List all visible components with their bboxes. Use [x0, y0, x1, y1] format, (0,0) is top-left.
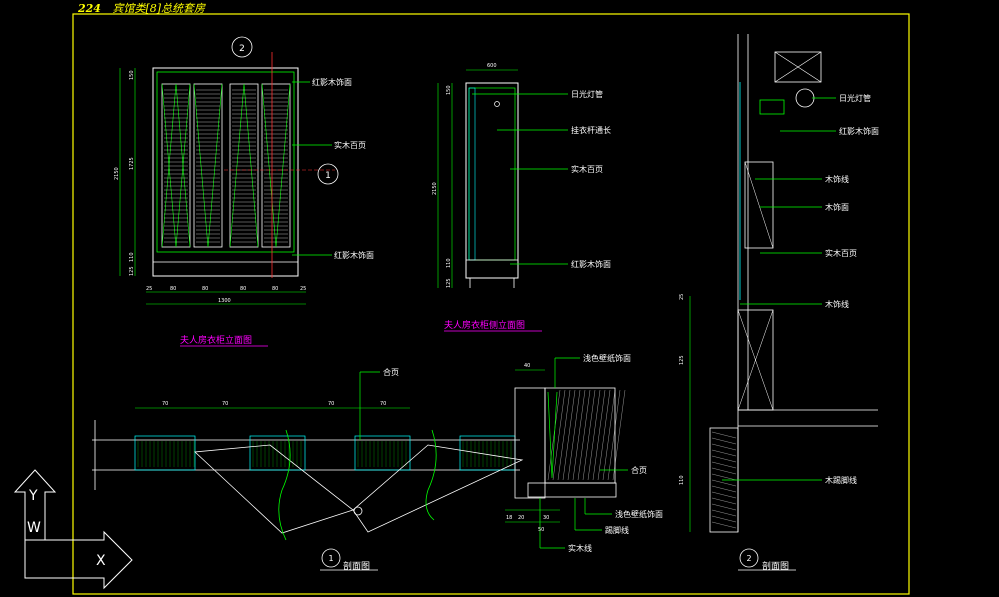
front-dim-h-25b: 25 [300, 286, 306, 292]
ucs-y-label: Y [28, 488, 38, 504]
plan-label-skirting: 踢脚线 [605, 525, 629, 535]
plan-dim-70b: 70 [222, 401, 228, 407]
door-leaf-row [134, 435, 516, 471]
section-tag-side-label: 1 [325, 171, 331, 181]
plan-dim-70c: 70 [328, 401, 334, 407]
front-dim-v-110: 110 [129, 252, 135, 262]
front-dim-h-25a: 25 [146, 286, 152, 292]
section-tag-top [231, 36, 253, 58]
vsec-dim-25: 25 [679, 294, 685, 300]
side-dim-v-150: 150 [446, 85, 452, 95]
vsec-label-wood-face: 木饰面 [825, 202, 849, 212]
front-dim-v-125: 125 [129, 266, 135, 276]
side-label-rod: 挂衣杆通长 [571, 125, 611, 135]
ucs-x-label: X [96, 553, 106, 569]
plan-dim-18: 18 [506, 515, 512, 521]
side-label-louver: 实木百页 [571, 164, 603, 174]
vertical-section[interactable]: 25 125 110 日光灯管 红影木饰面 木饰线 木饰面 实木百页 木饰线 木… [679, 34, 879, 572]
side-dim-v-125: 125 [446, 278, 452, 288]
front-dim-h-1300: 1300 [218, 298, 231, 304]
louver-slats [164, 89, 288, 243]
louver-door-3 [229, 83, 259, 248]
louver-door-2 [193, 83, 223, 248]
plan-dim-30: 30 [543, 515, 549, 521]
drawing-frame [72, 13, 910, 595]
section-tag-side [317, 163, 339, 185]
vsec-label-moulding-top: 木饰线 [825, 174, 849, 184]
front-dim-h-80b: 80 [202, 286, 208, 292]
front-dim-v-2150: 2150 [114, 167, 120, 180]
ucs-axis-icon: Y W X [13, 469, 133, 590]
plan-label-moulding: 实木线 [568, 543, 592, 553]
vsec-label-veneer: 红影木饰面 [839, 126, 879, 136]
front-dim-v-1725: 1725 [129, 157, 135, 170]
page-number: 224 [78, 2, 101, 15]
plan-label-wallpaper-bottom: 浅色壁纸饰面 [615, 509, 663, 519]
plan-section-title: 剖面图 [343, 560, 370, 572]
front-label-louver: 实木百页 [334, 140, 366, 150]
vertical-section-title: 剖面图 [762, 560, 789, 572]
vsec-label-lamp: 日光灯管 [839, 93, 871, 103]
side-dim-v-2150: 2150 [432, 182, 438, 195]
plan-dim-40: 40 [524, 363, 530, 369]
side-dim-v-110: 110 [446, 258, 452, 268]
plan-section-tag-label: 1 [328, 554, 333, 563]
plan-section-tag [321, 548, 341, 568]
front-dim-v-150: 150 [129, 70, 135, 80]
section-tag-top-label: 2 [239, 44, 245, 54]
front-dim-h-80c: 80 [240, 286, 246, 292]
vertical-section-tag-label: 2 [746, 554, 751, 563]
plan-dim-50: 50 [538, 527, 544, 533]
side-label-lamp: 日光灯管 [571, 89, 603, 99]
vsec-label-skirting: 木踢脚线 [825, 475, 857, 485]
front-label-veneer-bottom: 红影木饰面 [334, 250, 374, 260]
front-elevation-title: 夫人房衣柜立面图 [180, 334, 252, 346]
wardrobe-front-elevation[interactable]: 2 1 红影木饰面 实木百页 红影木饰面 150 1725 2150 110 1… [114, 36, 374, 347]
plan-dim-20: 20 [518, 515, 524, 521]
vsec-label-moulding-bottom: 木饰线 [825, 299, 849, 309]
vertical-section-tag [739, 548, 759, 568]
side-label-veneer: 红影木饰面 [571, 259, 611, 269]
front-dim-h-80d: 80 [272, 286, 278, 292]
plan-label-wallpaper-top: 浅色壁纸饰面 [583, 353, 631, 363]
vsec-dim-110: 110 [679, 475, 685, 485]
wardrobe-side-elevation[interactable]: 600 150 2150 110 125 日光灯管 挂衣杆通长 实木百页 红影木… [432, 63, 611, 332]
vsec-label-louver: 实木百页 [825, 248, 857, 258]
vsec-dim-125: 125 [679, 355, 685, 365]
front-label-veneer-top: 红影木饰面 [312, 77, 352, 87]
plan-label-hinge-right: 合页 [631, 465, 647, 475]
sheet-title: 宾馆类[8]总统套房 [112, 2, 206, 15]
plan-section[interactable]: 合页 浅色壁纸饰面 合页 浅色壁纸饰面 踢脚线 实木线 70 70 70 70 … [92, 353, 663, 572]
plan-dim-70d: 70 [380, 401, 386, 407]
ucs-w-label: W [27, 520, 41, 536]
side-dim-h-600: 600 [487, 63, 497, 69]
plan-label-hinge-top: 合页 [383, 367, 399, 377]
louver-door-4 [261, 83, 291, 248]
floor-hatch [711, 431, 737, 529]
louver-door-1 [161, 83, 191, 248]
plan-dim-70a: 70 [162, 401, 168, 407]
sheet-header: 224 宾馆类[8]总统套房 [78, 0, 205, 16]
wall-hatch [547, 389, 626, 481]
front-dim-h-80a: 80 [170, 286, 176, 292]
side-elevation-title: 夫人房衣柜侧立面图 [444, 319, 525, 331]
